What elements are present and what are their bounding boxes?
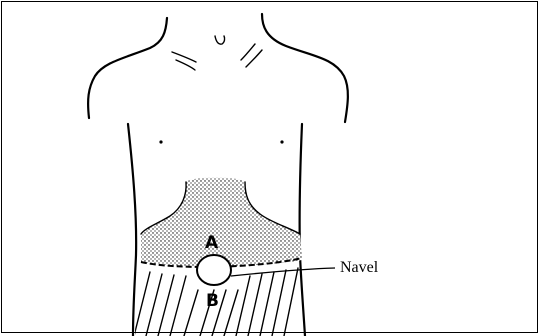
collarbone-marks: [172, 36, 262, 70]
navel-callout-line: [231, 268, 335, 276]
region-b-label: B: [206, 291, 219, 311]
navel-label: Navel: [340, 259, 379, 276]
nipple-marks: [159, 140, 283, 143]
navel-circle-icon: [197, 255, 231, 285]
shoulders-outline: [88, 14, 348, 122]
region-a-label: A: [205, 233, 219, 253]
region-a-shading: [141, 178, 302, 267]
